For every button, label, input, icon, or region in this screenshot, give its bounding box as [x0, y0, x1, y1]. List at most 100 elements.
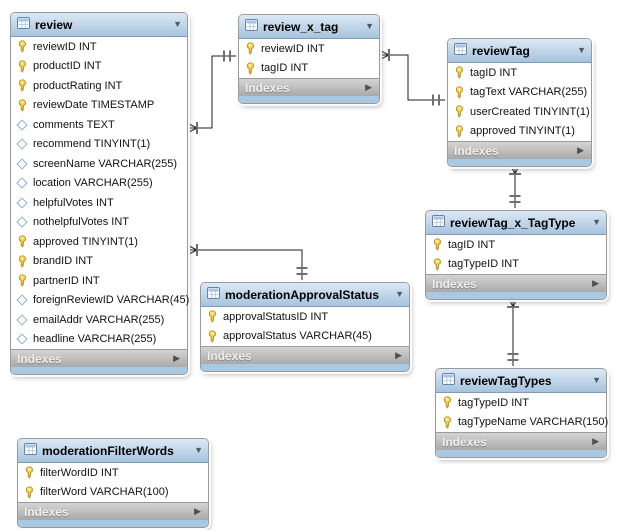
column-row[interactable]: tagID INT — [426, 235, 606, 255]
table-columns: tagID INT tagText VARCHAR(255) userCreat… — [448, 63, 591, 141]
table-header[interactable]: moderationApprovalStatus ▼ — [201, 283, 409, 307]
column-name: filterWord VARCHAR(100) — [40, 486, 169, 499]
collapse-arrow-icon[interactable]: ▼ — [395, 289, 404, 299]
column-name: tagID INT — [261, 62, 309, 75]
expand-arrow-icon[interactable]: ▶ — [577, 145, 584, 155]
indexes-bar[interactable]: Indexes ▶ — [11, 349, 187, 367]
db-table-reviewTag_x_TagType[interactable]: reviewTag_x_TagType ▼ tagID INT tagTypeI… — [425, 210, 607, 300]
column-name: userCreated TINYINT(1) — [470, 105, 590, 118]
indexes-bar[interactable]: Indexes ▶ — [436, 432, 606, 450]
collapse-arrow-icon[interactable]: ▼ — [592, 217, 601, 227]
expand-arrow-icon[interactable]: ▶ — [592, 278, 599, 288]
column-row[interactable]: recommend TINYINT(1) — [11, 135, 187, 155]
column-name: reviewDate TIMESTAMP — [33, 99, 155, 112]
table-title: review_x_tag — [263, 19, 339, 34]
expand-arrow-icon[interactable]: ▶ — [365, 82, 372, 92]
column-name: location VARCHAR(255) — [33, 177, 153, 190]
column-row[interactable]: tagTypeName VARCHAR(150) — [436, 413, 609, 433]
column-name: tagText VARCHAR(255) — [470, 86, 588, 99]
table-footer-strip — [11, 367, 187, 374]
column-row[interactable]: brandID INT — [11, 252, 187, 272]
column-row[interactable]: tagTypeID INT — [436, 393, 606, 413]
column-row[interactable]: screenName VARCHAR(255) — [11, 154, 187, 174]
table-header[interactable]: review_x_tag ▼ — [239, 15, 379, 39]
column-row[interactable]: reviewDate TIMESTAMP — [11, 96, 187, 116]
attribute-diamond-icon — [16, 216, 28, 229]
column-row[interactable]: partnerID INT — [11, 271, 187, 291]
column-row[interactable]: productID INT — [11, 57, 187, 77]
column-name: tagID INT — [448, 238, 496, 251]
column-row[interactable]: comments TEXT — [11, 115, 187, 135]
indexes-bar[interactable]: Indexes ▶ — [448, 141, 591, 159]
indexes-bar[interactable]: Indexes ▶ — [18, 502, 208, 520]
column-row[interactable]: approved TINYINT(1) — [448, 122, 591, 142]
column-name: foreignReviewID VARCHAR(45) — [33, 294, 190, 307]
column-row[interactable]: nothelpfulVotes INT — [11, 213, 187, 233]
table-footer-strip — [426, 292, 606, 299]
column-row[interactable]: approvalStatusID INT — [201, 307, 409, 327]
db-table-moderationFilterWords[interactable]: moderationFilterWords ▼ filterWordID INT… — [17, 438, 209, 528]
expand-arrow-icon[interactable]: ▶ — [592, 436, 599, 446]
db-table-review_x_tag[interactable]: review_x_tag ▼ reviewID INT tagID INT In… — [238, 14, 380, 104]
primary-key-icon — [431, 238, 443, 251]
column-row[interactable]: tagID INT — [239, 59, 379, 79]
primary-key-icon — [206, 330, 218, 343]
db-table-reviewTag[interactable]: reviewTag ▼ tagID INT tagText VARCHAR(25… — [447, 38, 592, 167]
column-row[interactable]: filterWord VARCHAR(100) — [18, 483, 208, 503]
indexes-bar[interactable]: Indexes ▶ — [201, 346, 409, 364]
collapse-arrow-icon[interactable]: ▼ — [194, 445, 203, 455]
db-table-review[interactable]: review ▼ reviewID INT productID INT prod… — [10, 12, 190, 375]
column-row[interactable]: foreignReviewID VARCHAR(45) — [11, 291, 190, 311]
collapse-arrow-icon[interactable]: ▼ — [365, 21, 374, 31]
column-row[interactable]: tagTypeID INT — [426, 255, 606, 275]
table-header[interactable]: reviewTagTypes ▼ — [436, 369, 606, 393]
column-name: tagTypeName VARCHAR(150) — [458, 416, 609, 429]
table-icon — [207, 286, 220, 304]
column-name: helpfulVotes INT — [33, 196, 114, 209]
primary-key-icon — [453, 86, 465, 99]
column-row[interactable]: userCreated TINYINT(1) — [448, 102, 591, 122]
collapse-arrow-icon[interactable]: ▼ — [592, 375, 601, 385]
column-name: tagTypeID INT — [458, 396, 529, 409]
primary-key-icon — [16, 274, 28, 287]
column-row[interactable]: emailAddr VARCHAR(255) — [11, 310, 187, 330]
column-row[interactable]: approvalStatus VARCHAR(45) — [201, 327, 409, 347]
indexes-bar[interactable]: Indexes ▶ — [239, 78, 379, 96]
column-row[interactable]: filterWordID INT — [18, 463, 208, 483]
table-footer-strip — [18, 520, 208, 527]
table-title: moderationApprovalStatus — [225, 287, 380, 302]
expand-arrow-icon[interactable]: ▶ — [173, 353, 180, 363]
table-header[interactable]: review ▼ — [11, 13, 187, 37]
column-row[interactable]: reviewID INT — [239, 39, 379, 59]
table-icon — [454, 42, 467, 60]
indexes-label: Indexes — [442, 434, 487, 449]
column-row[interactable]: helpfulVotes INT — [11, 193, 187, 213]
collapse-arrow-icon[interactable]: ▼ — [577, 45, 586, 55]
table-header[interactable]: reviewTag_x_TagType ▼ — [426, 211, 606, 235]
table-title: reviewTag_x_TagType — [450, 215, 576, 230]
indexes-bar[interactable]: Indexes ▶ — [426, 274, 606, 292]
primary-key-icon — [453, 125, 465, 138]
db-table-reviewTagTypes[interactable]: reviewTagTypes ▼ tagTypeID INT tagTypeNa… — [435, 368, 609, 458]
column-row[interactable]: headline VARCHAR(255) — [11, 330, 187, 350]
column-row[interactable]: reviewID INT — [11, 37, 187, 57]
column-row[interactable]: tagText VARCHAR(255) — [448, 83, 591, 103]
column-row[interactable]: location VARCHAR(255) — [11, 174, 187, 194]
column-row[interactable]: productRating INT — [11, 76, 187, 96]
column-name: approvalStatusID INT — [223, 310, 329, 323]
indexes-label: Indexes — [207, 348, 252, 363]
table-columns: reviewID INT productID INT productRating… — [11, 37, 190, 350]
primary-key-icon — [441, 416, 453, 429]
primary-key-icon — [16, 60, 28, 73]
relationship-review_x_tag-reviewTag[interactable] — [378, 54, 447, 101]
table-header[interactable]: moderationFilterWords ▼ — [18, 439, 208, 463]
column-row[interactable]: approved TINYINT(1) — [11, 232, 187, 252]
column-row[interactable]: tagID INT — [448, 63, 591, 83]
primary-key-icon — [16, 255, 28, 268]
collapse-arrow-icon[interactable]: ▼ — [173, 19, 182, 29]
table-header[interactable]: reviewTag ▼ — [448, 39, 591, 63]
expand-arrow-icon[interactable]: ▶ — [395, 350, 402, 360]
db-table-moderationApprovalStatus[interactable]: moderationApprovalStatus ▼ approvalStatu… — [200, 282, 410, 372]
expand-arrow-icon[interactable]: ▶ — [194, 506, 201, 516]
relationship-review-moderationApprovalStatus[interactable] — [186, 249, 303, 282]
